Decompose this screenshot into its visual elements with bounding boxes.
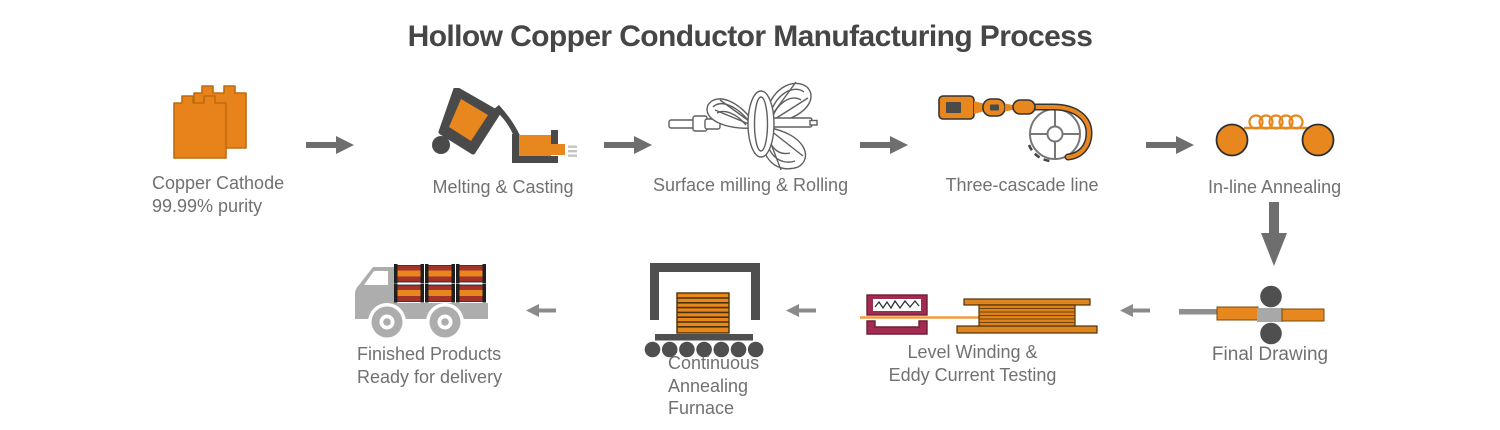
label-line: Ready for delivery bbox=[357, 366, 503, 387]
milling-cutters-icon bbox=[668, 76, 818, 171]
flow-arrow-left-icon bbox=[526, 304, 556, 322]
flow-arrow-right-icon bbox=[1146, 136, 1194, 159]
label-line: Melting & Casting bbox=[432, 177, 574, 197]
copper-cathode-sheets-icon bbox=[172, 82, 248, 162]
label-line: Final Drawing bbox=[1211, 344, 1329, 365]
stage-label-three-cascade: Three-cascade line bbox=[942, 174, 1102, 197]
stage-label-surface-milling: Surface milling & Rolling bbox=[653, 174, 849, 197]
flow-arrow-right-icon bbox=[306, 136, 354, 159]
melting-ladle-icon bbox=[428, 88, 578, 173]
flow-arrow-down-icon bbox=[1261, 202, 1287, 271]
drawing-rollers-icon bbox=[1178, 282, 1328, 346]
label-line: 99.99% purity bbox=[152, 195, 263, 216]
spool-eddy-tester-icon bbox=[860, 287, 1100, 345]
label-line: Annealing bbox=[668, 375, 749, 396]
delivery-truck-icon bbox=[352, 258, 490, 350]
stage-label-in-line-annealing: In-line Annealing bbox=[1208, 176, 1342, 199]
flow-arrow-left-icon bbox=[1120, 304, 1150, 322]
flow-arrow-right-icon bbox=[860, 136, 908, 159]
label-line: Continuous bbox=[668, 353, 760, 373]
flow-arrow-left-icon bbox=[786, 304, 816, 322]
stage-label-level-winding: Level Winding & Eddy Current Testing bbox=[880, 341, 1065, 386]
label-line: Copper Cathode bbox=[152, 173, 285, 193]
stage-label-finished-products: Finished Products Ready for delivery bbox=[357, 343, 502, 388]
stage-label-copper-cathode: Copper Cathode 99.99% purity bbox=[152, 172, 284, 217]
stage-label-final-drawing: Final Drawing bbox=[1200, 344, 1340, 367]
label-line: Furnace bbox=[668, 398, 735, 418]
label-line: Level Winding & bbox=[907, 342, 1038, 362]
page-title: Hollow Copper Conductor Manufacturing Pr… bbox=[407, 20, 1093, 53]
label-line: Finished Products bbox=[357, 344, 502, 364]
label-line: Eddy Current Testing bbox=[888, 364, 1057, 385]
label-line: In-line Annealing bbox=[1208, 177, 1342, 197]
annealing-coil-icon bbox=[1212, 111, 1340, 161]
label-line: Three-cascade line bbox=[945, 175, 1099, 195]
annealing-furnace-icon bbox=[644, 257, 766, 362]
cascade-coiler-icon bbox=[938, 86, 1098, 164]
stage-label-furnace: Continuous Annealing Furnace bbox=[668, 352, 759, 420]
stage-label-melting-casting: Melting & Casting bbox=[418, 176, 588, 199]
label-line: Surface milling & Rolling bbox=[653, 175, 849, 195]
flow-arrow-right-icon bbox=[604, 136, 652, 159]
